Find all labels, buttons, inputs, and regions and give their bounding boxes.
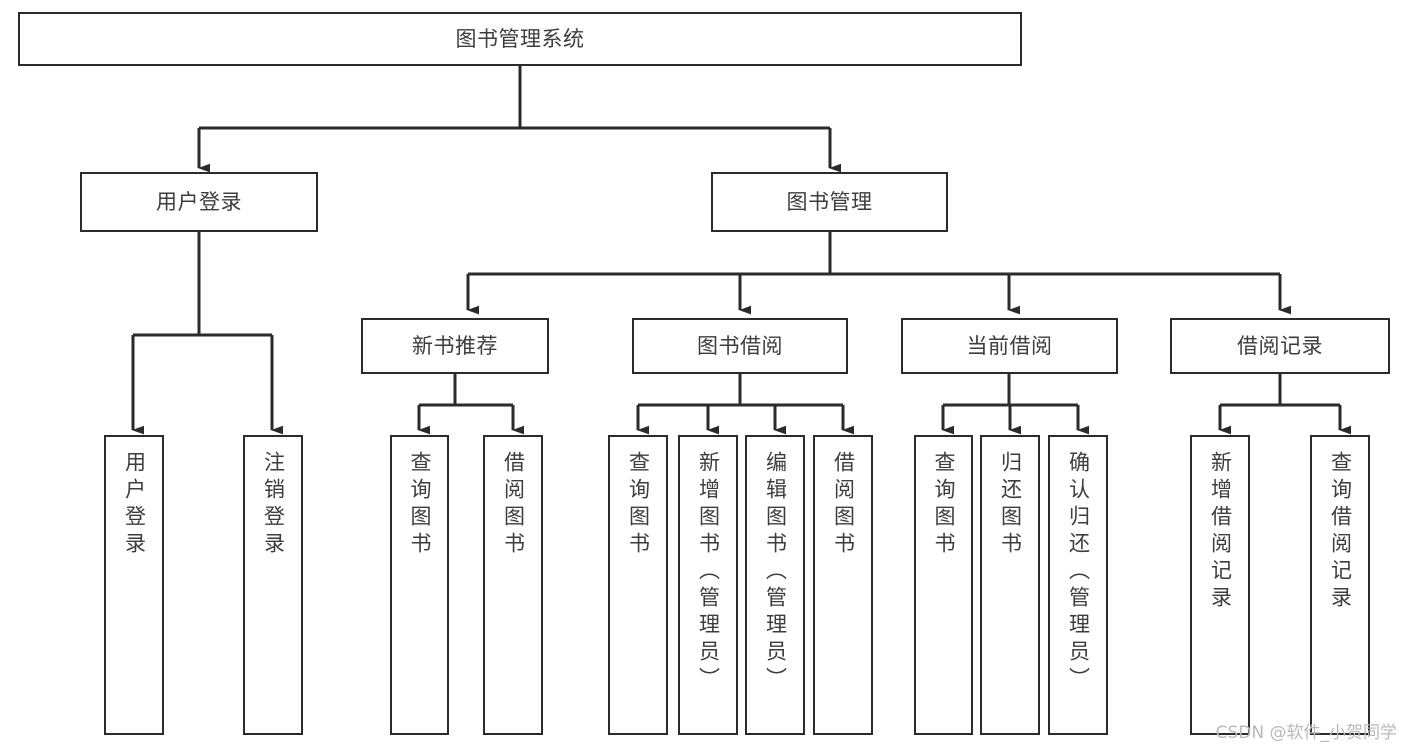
leaf-record-add-label: 新增借阅记录 — [1208, 451, 1233, 613]
node-root-label: 图书管理系统 — [455, 26, 585, 51]
leaf-record-add[interactable]: 新增借阅记录 — [1190, 435, 1250, 735]
leaf-record-search-label: 查询借阅记录 — [1328, 451, 1353, 613]
leaf-current-return-book-label: 归还图书 — [998, 451, 1023, 559]
leaf-borrow-edit-book[interactable]: 编辑图书（管理员） — [745, 435, 805, 735]
leaf-current-query-book-label: 查询图书 — [932, 451, 956, 559]
leaf-user-logout[interactable]: 注销登录 — [243, 435, 303, 735]
node-book-borrow[interactable]: 图书借阅 — [632, 318, 848, 374]
leaf-recommend-query-book-label: 查询图书 — [408, 451, 432, 559]
leaf-current-query-book[interactable]: 查询图书 — [914, 435, 973, 735]
leaf-borrow-query-book-label: 查询图书 — [626, 451, 651, 559]
node-user-login[interactable]: 用户登录 — [80, 172, 318, 232]
leaf-current-confirm-return[interactable]: 确认归还（管理员） — [1048, 435, 1108, 735]
leaf-user-login[interactable]: 用户登录 — [104, 435, 164, 735]
node-book-manage-label: 图书管理 — [786, 189, 873, 214]
node-current-borrow[interactable]: 当前借阅 — [901, 318, 1118, 374]
leaf-borrow-query-book[interactable]: 查询图书 — [608, 435, 668, 735]
node-user-login-label: 用户登录 — [156, 189, 242, 214]
leaf-record-search[interactable]: 查询借阅记录 — [1310, 435, 1370, 735]
node-new-book-recommend-label: 新书推荐 — [412, 333, 498, 358]
csdn-watermark: CSDN @软件_小贺同学 — [1215, 723, 1397, 743]
leaf-recommend-borrow-book[interactable]: 借阅图书 — [483, 435, 543, 735]
leaf-borrow-lend-book-label: 借阅图书 — [831, 451, 856, 559]
leaf-current-return-book[interactable]: 归还图书 — [980, 435, 1040, 735]
leaf-current-confirm-return-label: 确认归还（管理员） — [1066, 451, 1091, 694]
leaf-borrow-edit-book-label: 编辑图书（管理员） — [763, 451, 788, 694]
leaf-user-logout-label: 注销登录 — [261, 451, 286, 559]
leaf-borrow-add-book-label: 新增图书（管理员） — [696, 451, 721, 694]
node-new-book-recommend[interactable]: 新书推荐 — [361, 318, 549, 374]
leaf-user-login-label: 用户登录 — [122, 451, 147, 559]
leaf-borrow-lend-book[interactable]: 借阅图书 — [813, 435, 873, 735]
node-current-borrow-label: 当前借阅 — [966, 333, 1053, 358]
node-root[interactable]: 图书管理系统 — [18, 12, 1022, 66]
node-borrow-record[interactable]: 借阅记录 — [1170, 318, 1390, 374]
leaf-borrow-add-book[interactable]: 新增图书（管理员） — [678, 435, 738, 735]
node-book-borrow-label: 图书借阅 — [697, 333, 783, 358]
leaf-recommend-query-book[interactable]: 查询图书 — [390, 435, 449, 735]
leaf-recommend-borrow-book-label: 借阅图书 — [501, 451, 526, 559]
node-book-manage[interactable]: 图书管理 — [711, 172, 948, 232]
node-borrow-record-label: 借阅记录 — [1237, 333, 1323, 358]
